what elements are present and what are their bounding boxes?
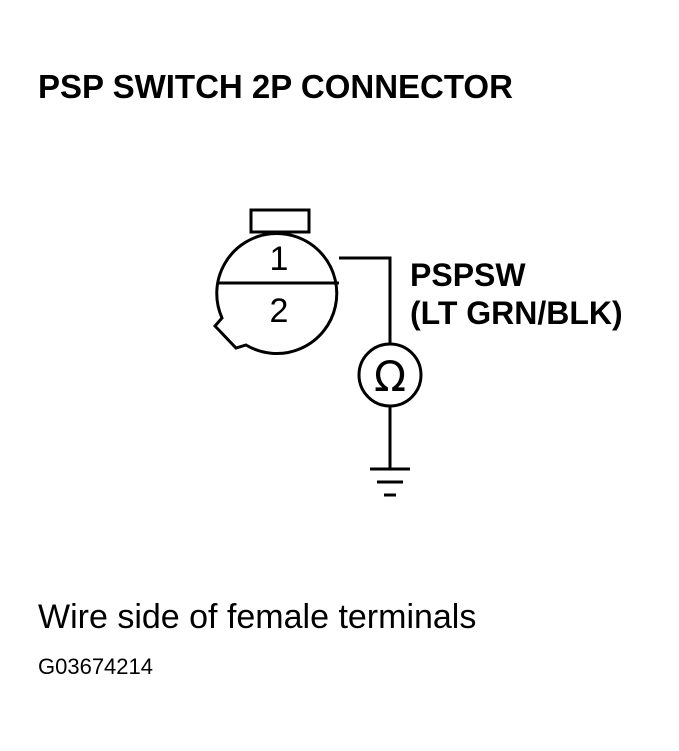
caption: Wire side of female terminals (38, 598, 477, 636)
connector-body (212, 232, 339, 355)
ohmmeter-icon: Ω (357, 342, 423, 408)
ohm-symbol: Ω (374, 352, 406, 401)
wire-color: (LT GRN/BLK) (410, 295, 623, 331)
diagram-title: PSP SWITCH 2P CONNECTOR (38, 68, 513, 105)
connector-lock-tab (249, 208, 311, 234)
ground-icon (370, 467, 410, 497)
wire-label: PSPSW (LT GRN/BLK) (410, 256, 623, 332)
connector-housing (212, 208, 339, 355)
terminal-2-label: 2 (270, 292, 289, 330)
terminal-1-label: 1 (270, 240, 289, 278)
pspsw-wire (339, 256, 392, 344)
wire-name: PSPSW (410, 257, 526, 293)
figure-code: G03674214 (38, 654, 153, 679)
